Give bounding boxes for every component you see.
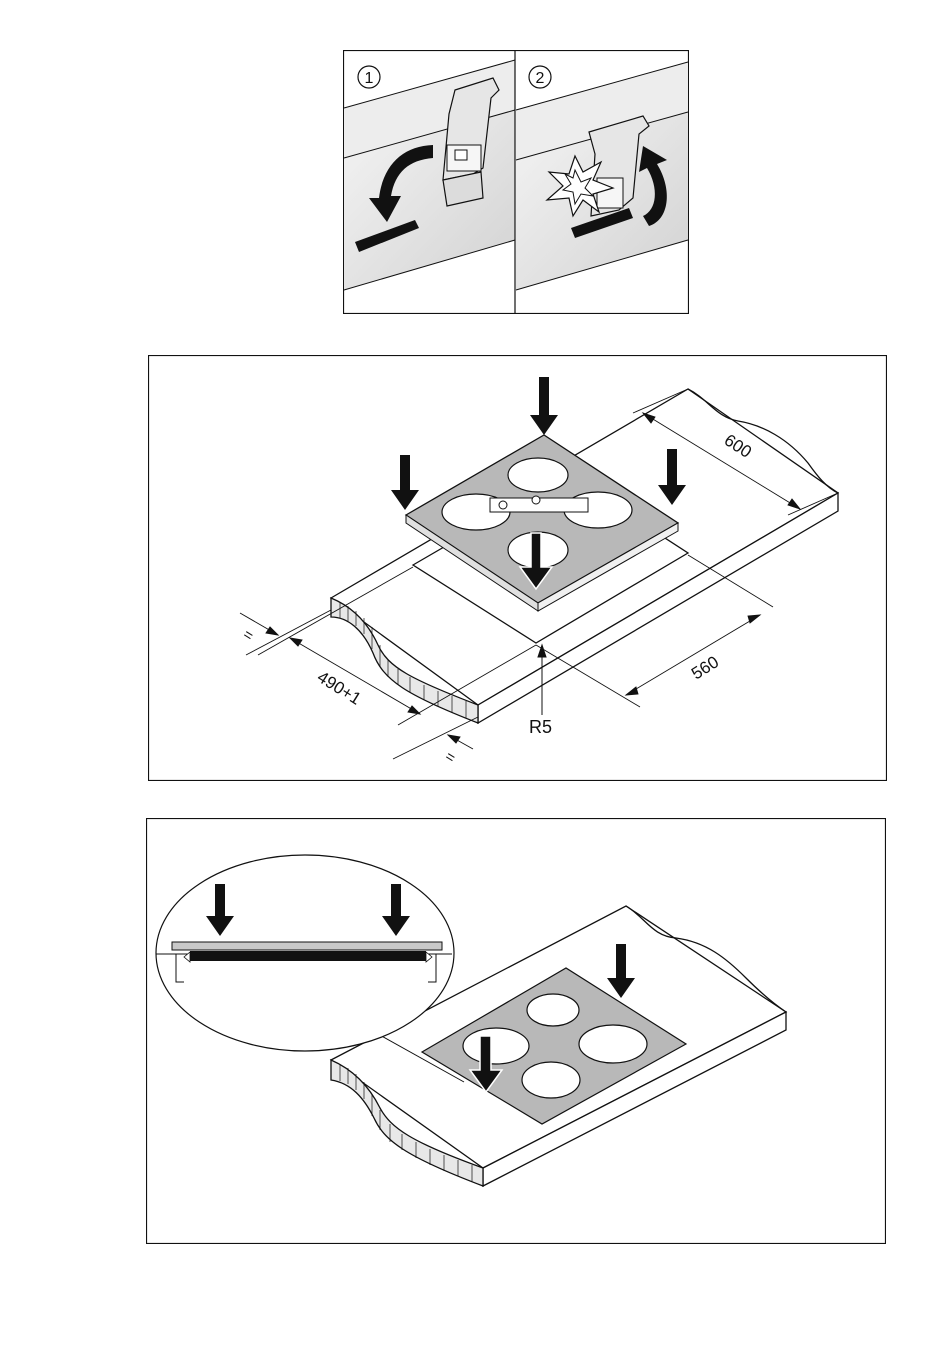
corner-radius-label: R5 [529,717,552,737]
cooking-zone-front [522,1062,580,1098]
screw-icon [499,501,507,509]
detail-glass-plate [172,942,442,950]
hob-placement-figure [146,818,886,1244]
step-2-number: 2 [536,70,545,87]
detail-callout [156,855,454,1051]
step-1-number: 1 [365,70,374,87]
cooking-zone-rear [527,994,579,1026]
clip-steps-figure: 1 2 [343,50,689,314]
cooking-zone-right [579,1025,647,1063]
detail-hob-body [190,951,426,961]
cooking-zone-left [463,1028,529,1064]
screw-icon [532,496,540,504]
cutout-dimensions-figure: 600 560 490+1 = = R5 [148,355,887,781]
cooking-zone-rear [508,458,568,492]
